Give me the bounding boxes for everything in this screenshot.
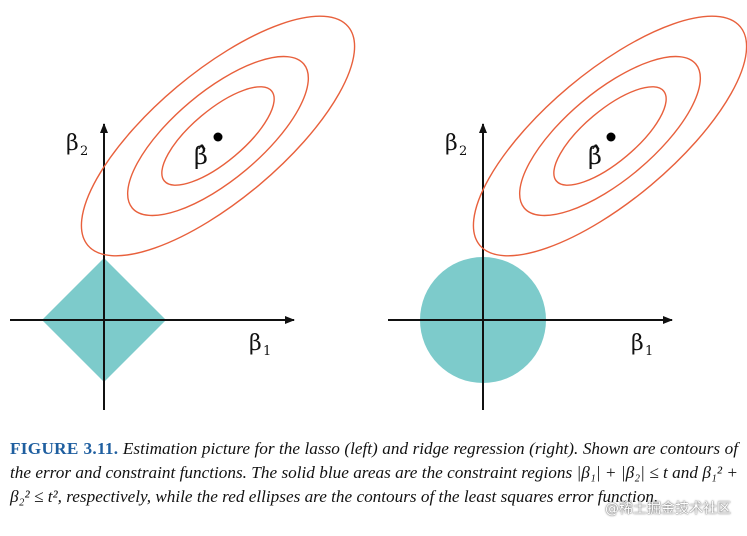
ridge-contour-middle [518, 55, 702, 217]
figure-caption: FIGURE 3.11. Estimation picture for the … [10, 437, 738, 509]
ridge-estimate-label: β̂ [588, 142, 602, 170]
lasso-x-axis-subscript: 1 [263, 344, 271, 359]
ridge-x-axis-subscript: 1 [645, 344, 653, 359]
watermark: @稀土掘金技术社区 [605, 501, 731, 517]
lasso-contour-inner [161, 86, 275, 186]
lasso-ridge-figure: β̂ β 2 β 1 β̂ β 2 β 1 [10, 15, 747, 410]
lasso-y-axis-subscript: 2 [80, 144, 88, 159]
ridge-x-axis-label: β [631, 331, 644, 356]
caption-text-1: Estimation picture for the lasso (left) … [10, 439, 738, 482]
lasso-y-axis-label: β [66, 131, 79, 156]
lasso-ls-estimate-point [213, 132, 223, 142]
ridge-contour-outer [472, 15, 747, 257]
ridge-panel: β̂ β 2 β 1 [388, 15, 747, 410]
ridge-error-contours [472, 15, 747, 257]
lasso-error-contours [80, 15, 356, 257]
lasso-panel: β̂ β 2 β 1 [10, 15, 356, 410]
caption-text-and: and [667, 463, 703, 482]
ridge-y-axis-subscript: 2 [459, 144, 467, 159]
lasso-estimate-label: β̂ [194, 142, 208, 170]
figure-number: FIGURE 3.11. [10, 439, 119, 458]
ridge-contour-inner [553, 86, 667, 186]
ridge-constraint-formula: β₁² + β₂² ≤ t² [10, 463, 738, 506]
lasso-constraint-formula: |β₁| + |β₂| ≤ t [576, 463, 668, 482]
lasso-contour-outer [80, 15, 356, 257]
lasso-x-axis-label: β [249, 331, 262, 356]
ridge-ls-estimate-point [606, 132, 616, 142]
ridge-y-axis-label: β [445, 131, 458, 156]
caption-text-2: , respectively, while the red ellipses a… [57, 487, 659, 506]
lasso-contour-middle [126, 55, 310, 217]
